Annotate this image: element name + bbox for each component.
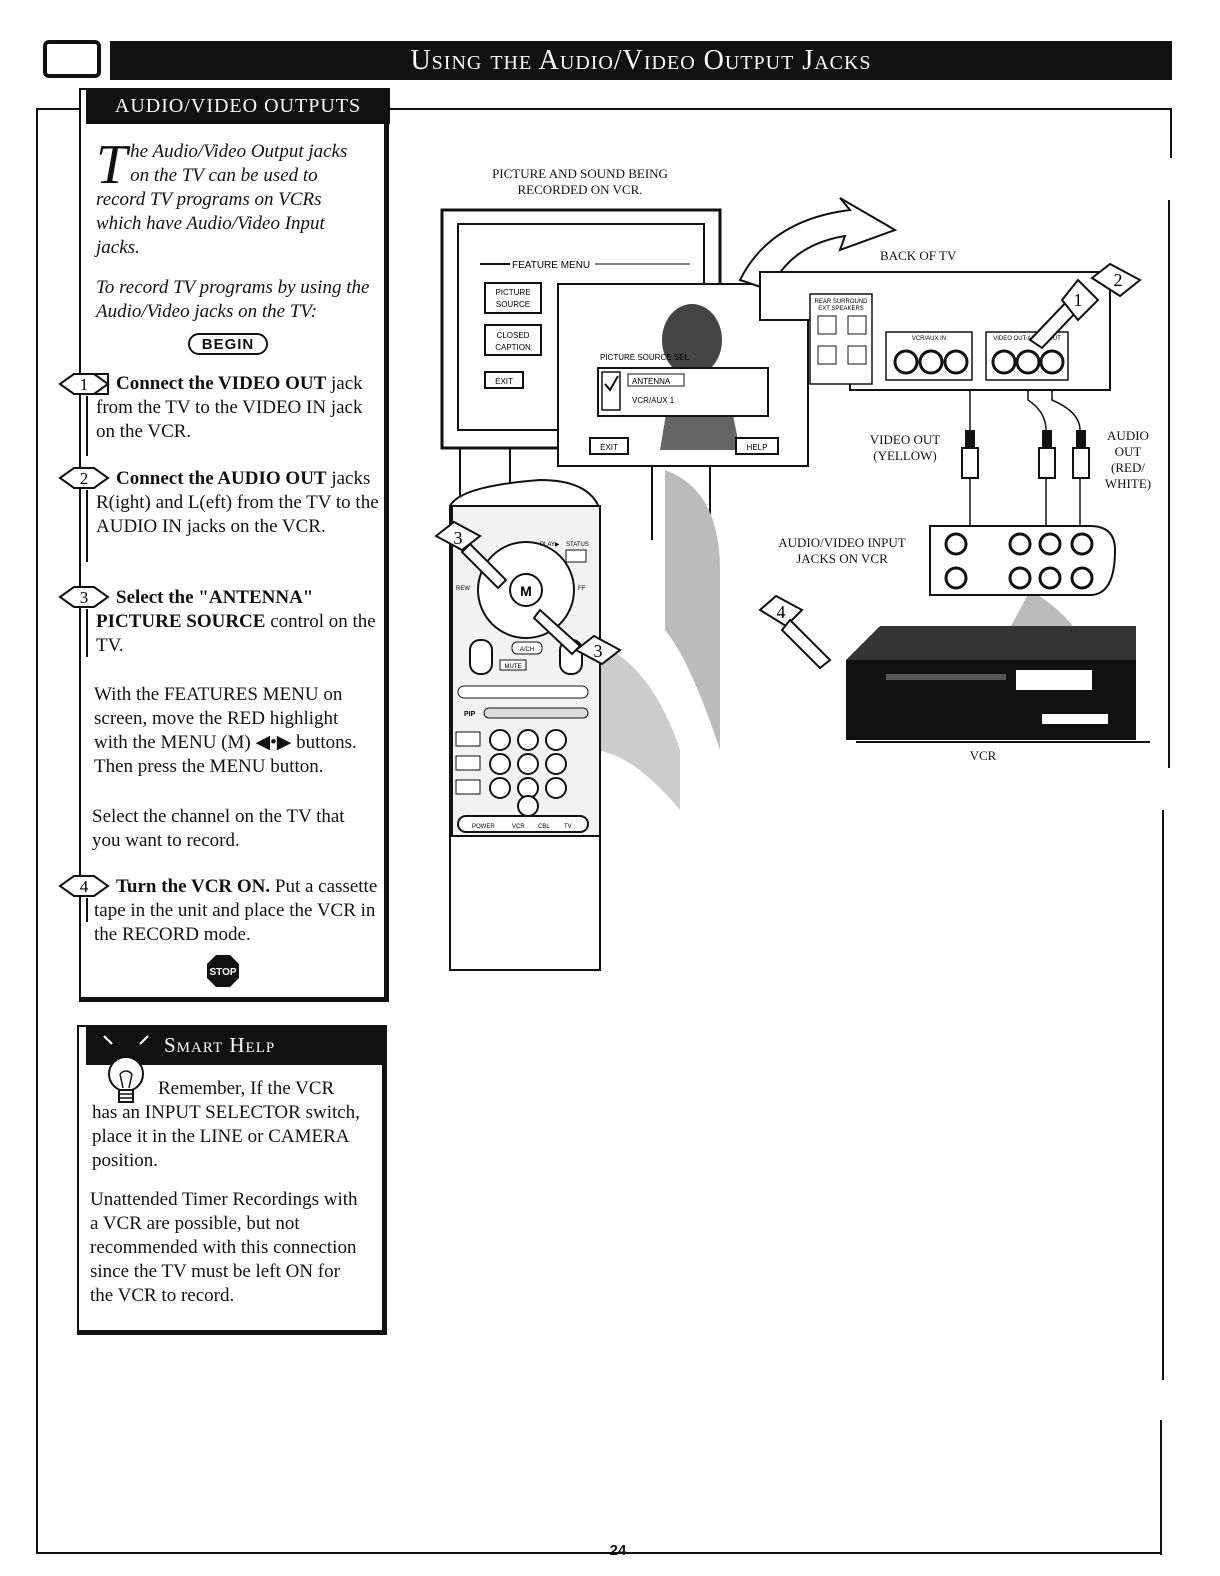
svg-text:3: 3 [80,588,89,607]
frame-bottom-line [36,1552,1162,1554]
remote-status: STATUS [566,542,589,548]
page-title: Using the Audio/Video Output Jacks [110,41,1172,80]
picture-source-box [484,282,542,314]
svg-text:EXT SPEAKERS: EXT SPEAKERS [818,306,864,312]
frame-right-line-1 [1170,108,1172,158]
diagram-caption: PICTURE AND SOUND BEING RECORDED ON VCR. [492,166,668,197]
svg-text:1: 1 [1074,290,1083,310]
remote-tv: TV [564,824,572,830]
step-4-bold: Turn the VCR ON. [116,876,271,897]
channel-paragraph: Select the channel on the TV that you wa… [92,806,345,851]
audio-out-label: AUDIO OUT (RED/ WHITE) [1104,428,1152,491]
feature-menu-title: FEATURE MENU [512,260,590,271]
svg-text:4: 4 [777,602,786,622]
step-1-line [86,396,88,456]
exit-box [484,371,524,389]
frame-right-line-4 [1160,1420,1162,1555]
antenna-option: ANTENNA [632,377,671,386]
step-3-text: Select the "ANTENNA" PICTURE SOURCE cont… [96,586,381,658]
video-out-label: VIDEO OUT (YELLOW) [869,432,941,463]
frame-right-line-3 [1162,810,1164,1380]
remote-ff: FF [578,586,586,592]
svg-text:EXIT: EXIT [495,377,513,386]
svg-text:VCR/AUX IN: VCR/AUX IN [912,336,946,342]
frame-top-line [389,108,1172,110]
remote-cbl: CBL [538,824,550,830]
begin-badge: BEGIN [188,333,268,355]
back-of-tv-label: BACK OF TV [880,248,957,263]
remote-play: PLAY▶ [540,542,560,548]
closed-caption-box [484,324,542,356]
step-3-arrow-icon: 3 [58,586,110,608]
svg-text:REAR SURROUND: REAR SURROUND [814,299,868,305]
frame-left-line [36,108,38,1553]
stop-label: STOP [209,967,236,978]
remote-av: A/CH [520,647,534,653]
help-paragraph-1: Remember, If the VCR has an INPUT SELECT… [92,1078,360,1171]
svg-text:SOURCE: SOURCE [496,300,530,309]
frame-right-line-2 [1168,200,1170,768]
remote-rew: REW [456,586,470,592]
step-1-arrow-icon: 1 [58,373,110,395]
step-1-text: Connect the VIDEO OUT jack from the TV t… [96,372,381,444]
step-2-arrow-icon: 2 [58,467,110,489]
svg-text:1: 1 [80,375,89,394]
step-1-bold: Connect the VIDEO OUT [116,373,327,394]
page-number: 24 [609,1542,627,1559]
step-3-bold: Select the "ANTENNA" PICTURE SOURCE [96,587,314,632]
remote-vcr: VCR [512,824,525,830]
frame-top-left-line [36,108,80,110]
step-1-rest: jack from the TV to the VIDEO IN jack on… [96,373,363,442]
menu-paragraph: With the FEATURES MENU on screen, move t… [94,684,357,777]
svg-text:4: 4 [80,877,89,896]
svg-text:3: 3 [594,641,603,661]
popup-title: PICTURE SOURCE SEL [600,353,689,362]
help-option: HELP [747,443,768,452]
step-3-line [86,609,88,657]
svg-text:EXIT: EXIT [600,443,618,452]
step-2-bold: Connect the AUDIO OUT [116,468,327,489]
lightbulb-icon [103,1035,149,1103]
step-4-arrow-icon: 4 [58,875,110,897]
remote-mute: MUTE [505,664,522,670]
step-4-line [86,898,88,922]
smart-help-heading: Smart Help [86,1025,386,1065]
curved-arrow-icon [738,197,898,292]
step-2-rest: jacks R(ight) and L(eft) from the TV to … [96,468,379,537]
panel-heading: AUDIO/VIDEO OUTPUTS [86,88,390,124]
svg-text:2: 2 [1114,270,1123,290]
dropcap: T [96,134,128,196]
svg-text:CLOSED: CLOSED [497,331,530,340]
vcr-aux-option: VCR/AUX 1 [632,396,675,405]
intro-paragraph-2: To record TV programs by using the Audio… [96,277,370,322]
remote-pip: PIP [464,711,476,718]
step-4-text: Turn the VCR ON. Put a cassette tape in … [94,875,379,947]
svg-text:VIDEO OUT AUDIO OUT: VIDEO OUT AUDIO OUT [993,336,1061,342]
intro-text: he Audio/Video Output jacks on the TV ca… [96,141,348,258]
help-paragraph-2: Unattended Timer Recordings with a VCR a… [90,1189,358,1306]
step-3-rest: control on the TV. [96,611,376,656]
step-2-text: Connect the AUDIO OUT jacks R(ight) and … [96,467,381,539]
remote-power: POWER [472,824,495,830]
header-icon-box [43,40,101,78]
step-4-rest: Put a cassette tape in the unit and plac… [94,876,378,945]
stop-sign-icon: STOP [207,955,239,987]
svg-text:M: M [520,583,532,599]
step-2-line [86,490,88,562]
svg-text:3: 3 [454,528,463,548]
svg-text:PICTURE: PICTURE [495,288,530,297]
connection-diagram: FEATURE MENU PICTURE SOURCE CLOSED CAPTI… [434,197,1150,971]
svg-text:CAPTION: CAPTION [495,343,531,352]
vcr-label: VCR [969,748,997,763]
svg-text:2: 2 [80,469,89,488]
instructions-panel [79,88,389,1002]
av-input-label: AUDIO/VIDEO INPUT JACKS ON VCR [778,535,906,566]
